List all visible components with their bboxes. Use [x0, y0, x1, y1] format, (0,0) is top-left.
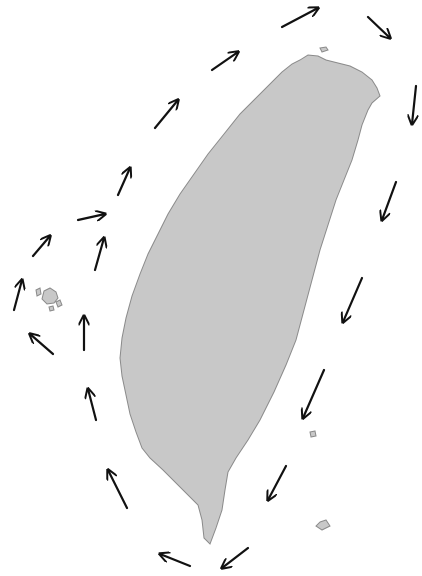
arrow-east-3	[343, 276, 364, 322]
arrow-south-2	[222, 546, 250, 568]
arrow-east-5	[268, 464, 288, 500]
arrow-east-4	[303, 368, 326, 418]
small-islets	[309, 46, 331, 531]
arrow-west-1	[116, 168, 130, 197]
arrow-west-6	[30, 334, 55, 356]
arrow-east-1	[412, 84, 416, 124]
penghu-islands	[35, 287, 63, 312]
arrow-northwest-2	[153, 100, 178, 130]
arrow-west-4	[93, 238, 104, 272]
arrow-north-1	[280, 8, 318, 29]
arrow-west-2	[76, 214, 105, 220]
arrow-west-3	[31, 236, 50, 258]
circulation-arrows	[12, 8, 416, 568]
arrow-southwest-1	[88, 389, 98, 422]
arrow-northwest-1	[210, 52, 238, 72]
arrow-south-1	[160, 554, 192, 568]
main-island	[119, 54, 381, 545]
arrow-east-2	[382, 180, 398, 220]
arrow-southwest-2	[108, 470, 129, 510]
arrow-north-2	[366, 15, 390, 38]
arrow-west-5	[12, 280, 22, 312]
